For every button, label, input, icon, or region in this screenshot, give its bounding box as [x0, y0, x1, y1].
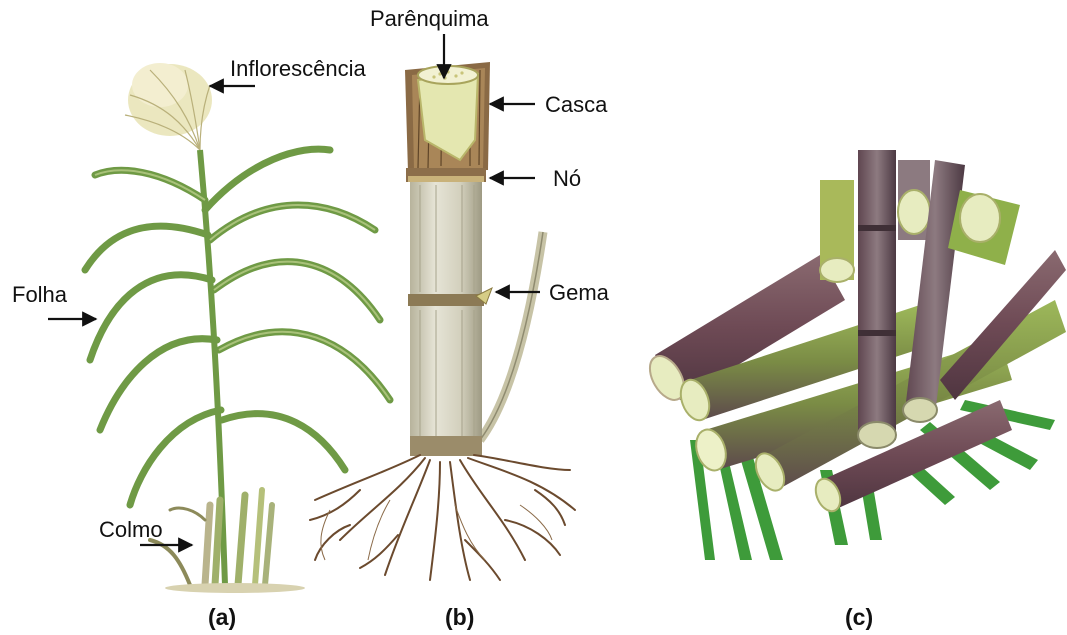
caption-b: (b): [445, 604, 474, 630]
cane-upright-2: [858, 150, 896, 448]
stalk-section-illustration: [310, 62, 575, 580]
inflorescence-plume: [125, 63, 212, 150]
label-folha: Folha: [12, 282, 68, 307]
roots: [310, 455, 575, 580]
caption-a: (a): [208, 604, 236, 630]
caption-c: (c): [845, 604, 873, 630]
label-gema: Gema: [549, 280, 610, 305]
cane-upright-3: [898, 160, 930, 240]
label-parenquima: Parênquima: [370, 6, 489, 31]
label-no: Nó: [553, 166, 581, 191]
label-colmo: Colmo: [99, 517, 163, 542]
cane-upright-5: [948, 190, 1020, 265]
label-casca: Casca: [545, 92, 608, 117]
cane-upright-1: [820, 180, 854, 282]
bark-segment: [405, 62, 490, 172]
cut-canes-photo: [643, 150, 1066, 560]
colmo-shoots: [150, 490, 272, 585]
label-inflorescencia: Inflorescência: [230, 56, 367, 81]
plant-illustration: [85, 63, 390, 593]
